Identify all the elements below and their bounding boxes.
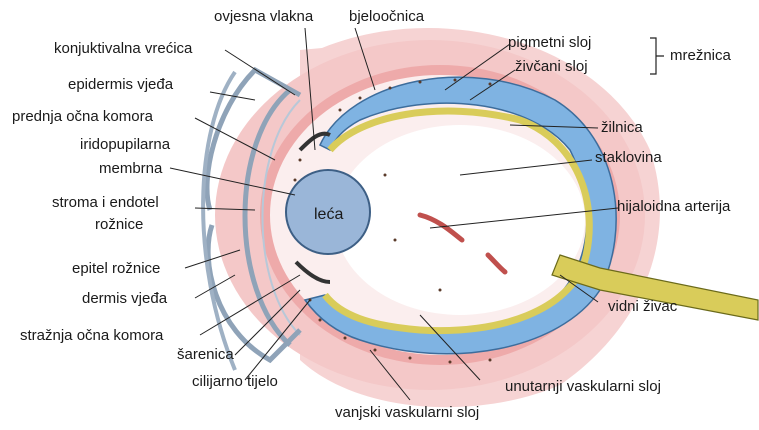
label-epitel-roznice: epitel rožnice (72, 260, 160, 277)
label-vidni-zivac: vidni živac (608, 298, 677, 315)
label-zivcani-sloj: živčani sloj (515, 58, 588, 75)
vitreous (335, 125, 585, 315)
label-ovjesna-vlakna: ovjesna vlakna (214, 8, 313, 25)
label-staklovina: staklovina (595, 149, 662, 166)
label-leca: leća (314, 206, 343, 223)
label-zilnica: žilnica (601, 119, 643, 136)
label-konjuktivalna-vrecica: konjuktivalna vrećica (54, 40, 192, 57)
label-sarenica: šarenica (177, 346, 234, 363)
label-bjeloocnica: bjeloočnica (349, 8, 424, 25)
retina-bracket (650, 38, 664, 74)
label-roznice: rožnice (95, 216, 143, 233)
label-prednja-ocna-komora: prednja očna komora (12, 108, 153, 125)
label-dermis-vjeda: dermis vjeđa (82, 290, 167, 307)
label-stroma: stroma i endotel (52, 194, 159, 211)
label-mreznica: mrežnica (670, 47, 731, 64)
label-membrna: membrna (99, 160, 162, 177)
label-straznja-ocna-komora: stražnja očna komora (20, 327, 163, 344)
label-cilijarno-tijelo: cilijarno tijelo (192, 373, 278, 390)
label-pigmetni-sloj: pigmetni sloj (508, 34, 591, 51)
label-hijaloidna-arterija: hijaloidna arterija (617, 198, 730, 215)
label-epidermis-vjeda: epidermis vjeđa (68, 76, 173, 93)
label-unutarnji-vaskularni-sloj: unutarnji vaskularni sloj (505, 378, 661, 395)
label-iridopupilarna: iridopupilarna (80, 136, 170, 153)
label-vanjski-vaskularni-sloj: vanjski vaskularni sloj (335, 404, 479, 421)
